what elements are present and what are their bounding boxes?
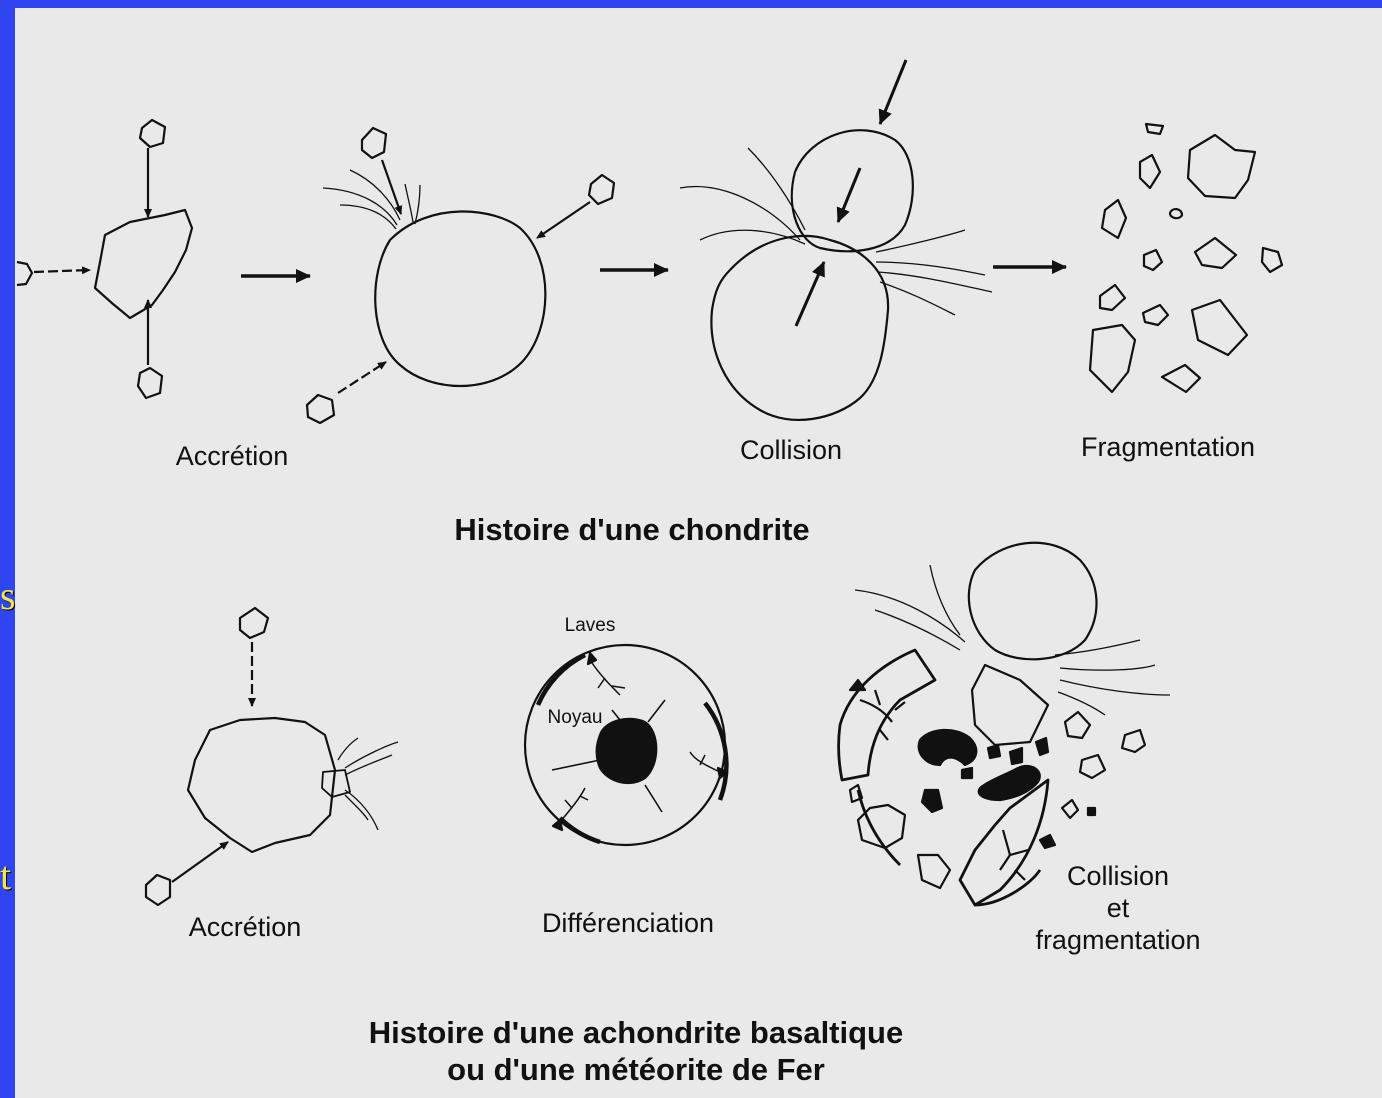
caption-chondrite: Histoire d'une chondrite [454,512,809,547]
stage-label-collision-line1: Collision [1067,861,1169,891]
stage-label-accretion-top: Accrétion [176,441,289,471]
accretion-stage-top [17,120,192,398]
fragments-top [1090,124,1282,392]
caption-achondrite-line2: ou d'une météorite de Fer [447,1052,825,1087]
accretion-stage-bottom [146,608,398,905]
stage-label-differenciation: Différenciation [542,908,714,938]
stage-label-collision-top: Collision [740,435,842,465]
caption-achondrite-line1: Histoire d'une achondrite basaltique [369,1015,903,1050]
stage-label-accretion-bottom: Accrétion [189,912,302,942]
differentiated-body [525,645,727,845]
accreting-body-top [307,128,614,423]
label-noyau: Noyau [548,707,603,728]
stage-label-fragmentation-top: Fragmentation [1081,432,1255,462]
label-laves: Laves [565,615,616,636]
stage-label-collision-line3: fragmentation [1035,925,1200,955]
collision-fragmentation-bottom [839,543,1170,905]
stage-label-collision-line2: et [1107,893,1130,923]
collision-stage-top [680,60,992,420]
